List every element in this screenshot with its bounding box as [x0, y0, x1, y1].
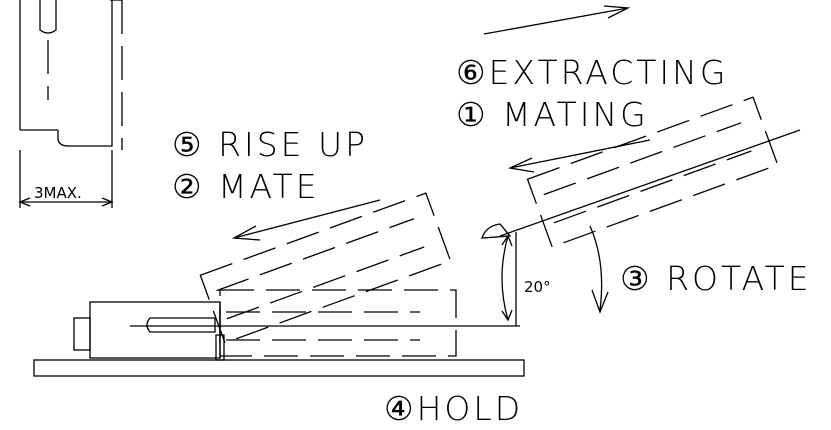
step-mating-label: ① MATING	[456, 95, 649, 134]
extract-arrow	[483, 5, 631, 35]
step-hold-label: ④HOLD	[384, 389, 523, 428]
dimension-label: 3MAX.	[34, 184, 82, 202]
rise-up-cable-outline	[199, 192, 452, 344]
pcb-board	[33, 359, 525, 377]
rotate-arrow	[589, 225, 609, 314]
dimension-line	[18, 197, 114, 207]
step-mate-label: ② MATE	[172, 167, 320, 206]
step-rotate-label: ③ ROTATE	[620, 259, 812, 298]
connector-side-view	[19, 0, 123, 208]
mated-cable-outline	[219, 289, 457, 357]
angle-construction	[320, 232, 520, 327]
angle-label: 20°	[524, 278, 551, 296]
rise-up-arrow	[231, 199, 381, 241]
rotation-axis	[499, 129, 801, 237]
step-rise-up-label: ⑤ RISE UP	[172, 125, 368, 164]
step-extracting-label: ⑥EXTRACTING	[456, 53, 728, 92]
extracting-cable-outline	[526, 96, 779, 248]
mating-arrow	[507, 139, 651, 173]
board-connector	[73, 301, 320, 361]
cable-tip	[481, 223, 512, 239]
